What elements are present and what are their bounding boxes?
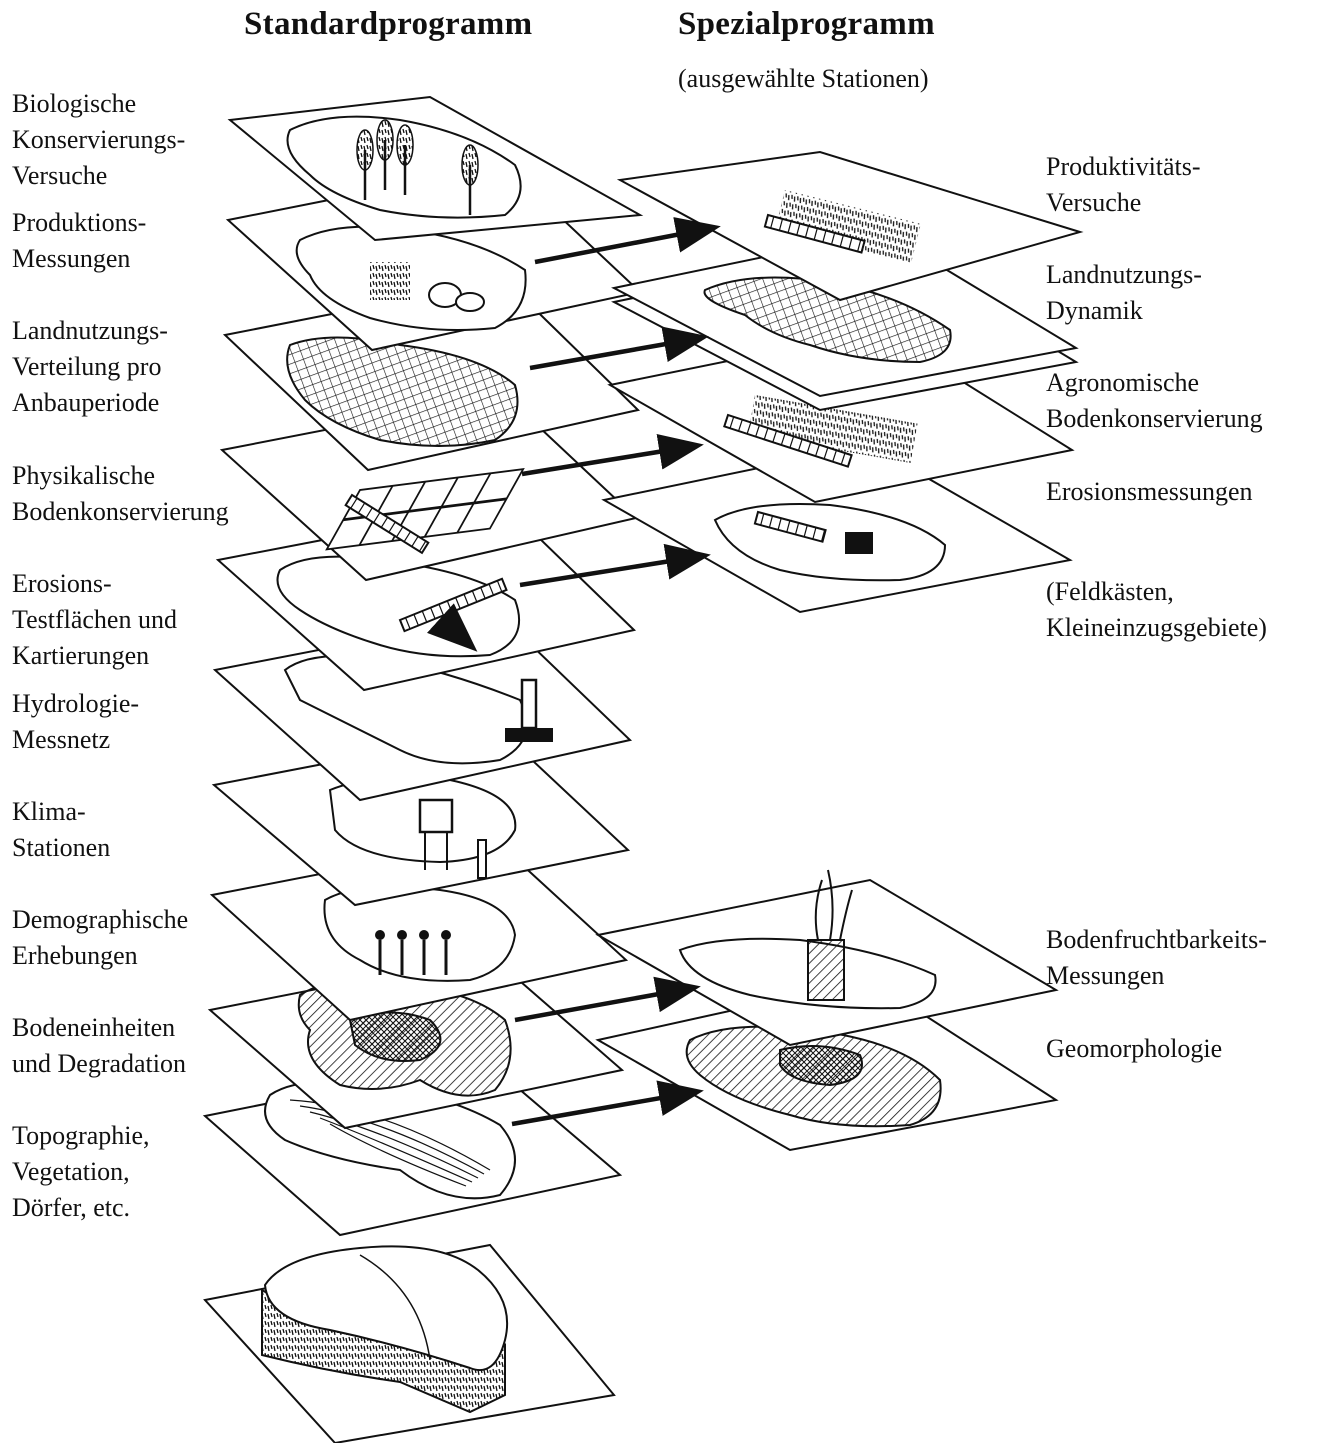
agronomic-bund <box>723 413 853 468</box>
tree-crown <box>461 144 479 186</box>
runoff-collector-icon <box>845 532 873 554</box>
label-erosion-measurements: Erosionsmessungen <box>1046 477 1253 506</box>
tree-crown <box>396 124 414 166</box>
label-field-boxes-catchments: (Feldkästen, Kleineinzugsgebiete) <box>1046 577 1267 642</box>
label-biological-conservation: Biologische Konservierungs- Versuche <box>12 89 186 190</box>
label-soil-units: Bodeneinheiten und Degradation <box>12 1013 187 1078</box>
arrow-physical-to-agronomic <box>521 433 704 477</box>
harvest-pile <box>455 292 485 312</box>
terrain-block-top <box>263 1245 509 1371</box>
person-figure-head <box>375 930 385 940</box>
gauging-station-base <box>505 728 553 742</box>
contour-line <box>329 1123 467 1187</box>
terrace-bund <box>344 493 430 555</box>
label-climate-stations: Klima- Stationen <box>12 797 111 862</box>
label-physical-soil-conservation: Physikalische Bodenkonservierung <box>12 461 229 526</box>
tree-crown <box>376 119 394 161</box>
label-agronomic-soil-conservation: Agronomische Bodenkonservierung <box>1046 368 1263 433</box>
crop-stand <box>370 262 410 300</box>
label-landuse-dynamics: Landnutzungs- Dynamik <box>1046 260 1202 325</box>
productivity-crop-plot <box>775 190 921 263</box>
productivity-plot-frame <box>763 213 866 254</box>
label-demographic-surveys: Demographische Erhebungen <box>12 905 189 970</box>
terrain-ridge-line <box>359 1254 431 1361</box>
contour-line <box>319 1117 473 1183</box>
rain-gauge-icon <box>477 839 487 879</box>
erosion-flow-arrow <box>426 603 478 652</box>
label-landuse-distribution: Landnutzungs- Verteilung pro Anbauperiod… <box>12 316 168 417</box>
label-topography: Topographie, Vegetation, Dörfer, etc. <box>12 1121 150 1222</box>
label-production-measurement: Produktions- Messungen <box>12 208 147 273</box>
weather-hut-icon <box>418 798 454 834</box>
arrow-erosion-to-measurements <box>519 543 711 588</box>
tree-crown <box>356 129 374 171</box>
heading-special: Spezialprogramm <box>678 6 935 42</box>
contour-line <box>309 1111 479 1179</box>
arrow-topography-to-geomorphology <box>511 1080 704 1127</box>
label-hydrology-network: Hydrologie- Messnetz <box>12 689 140 754</box>
soil-core-column <box>807 939 845 1001</box>
gauging-tower-icon <box>520 678 538 730</box>
geomorphology-patch <box>779 1045 863 1087</box>
heading-special-note: (ausgewählte Stationen) <box>678 64 929 93</box>
label-geomorphology: Geomorphologie <box>1046 1034 1223 1063</box>
crop-strip-field <box>748 395 918 464</box>
label-soil-fertility: Bodenfruchtbarkeits- Messungen <box>1046 925 1267 990</box>
field-box-frame <box>753 510 827 543</box>
person-figure-head <box>441 930 451 940</box>
arrow-production-to-productivity <box>534 217 721 265</box>
arrow-landuse-to-dynamics <box>529 326 709 371</box>
label-erosion-test-plots: Erosions- Testflächen und Kartierungen <box>12 569 177 670</box>
plant-sprout-icon <box>814 869 853 941</box>
label-productivity-trials: Produktivitäts- Versuche <box>1046 152 1201 217</box>
person-figure-head <box>397 930 407 940</box>
arrow-soil-to-fertility <box>514 976 701 1023</box>
person-figure-head <box>419 930 429 940</box>
contour-line <box>299 1105 485 1175</box>
heading-standard: Standardprogramm <box>244 6 533 42</box>
